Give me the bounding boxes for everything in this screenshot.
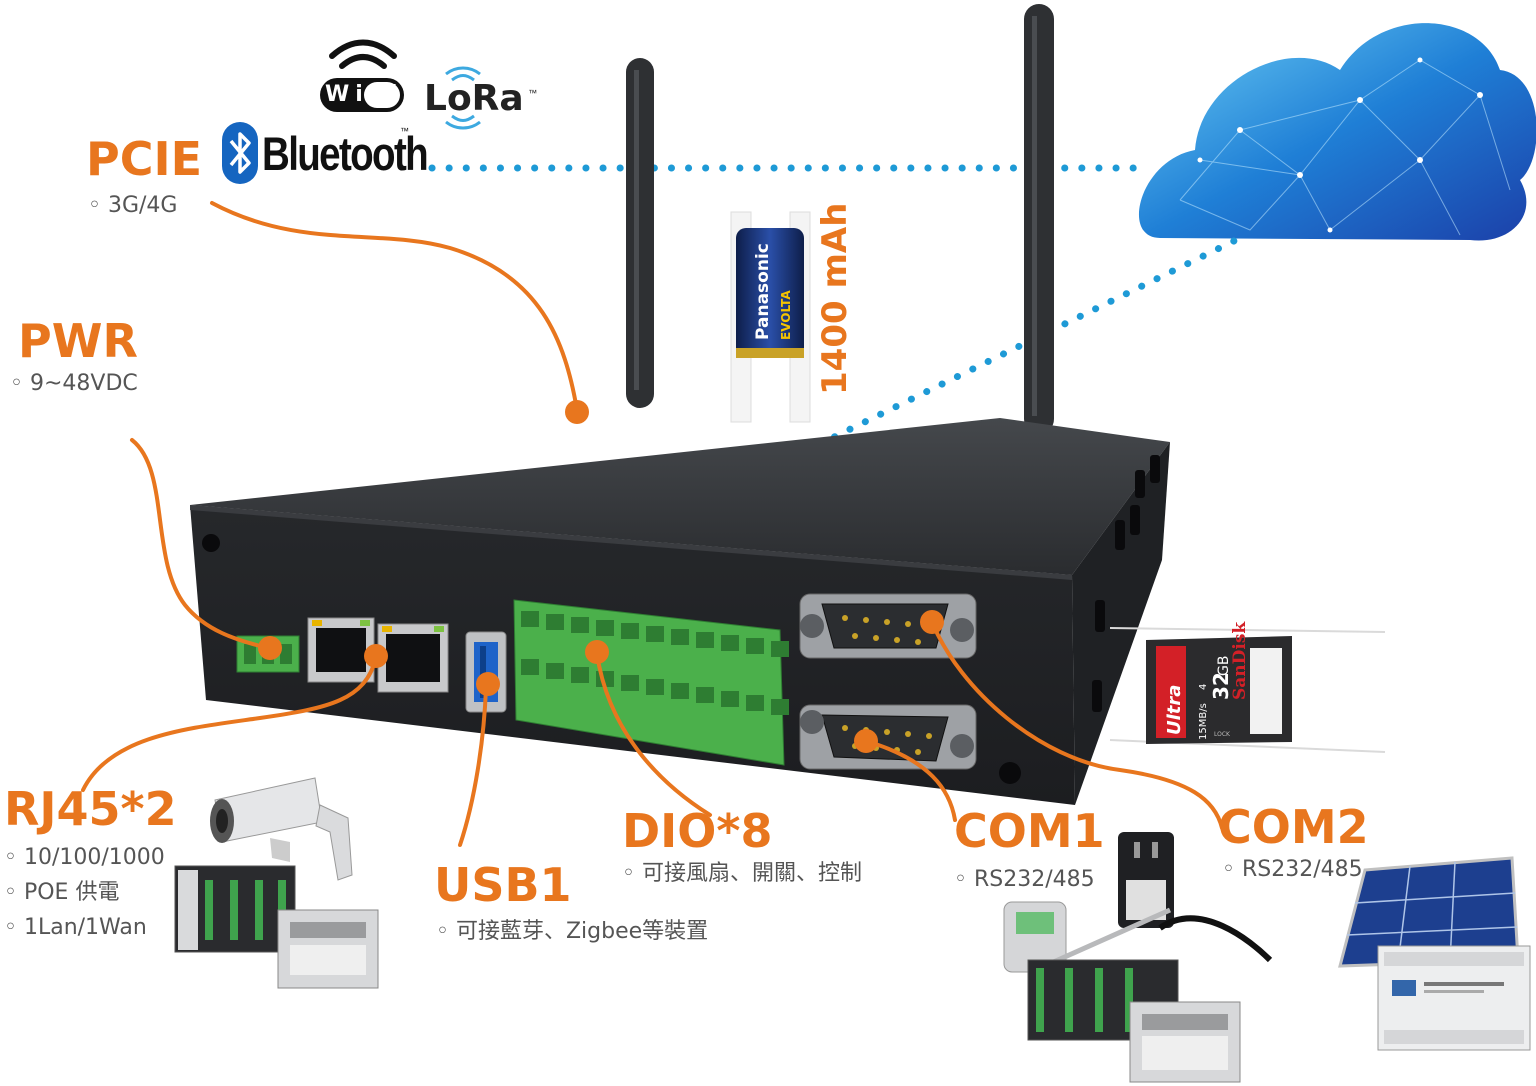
dio-pin-slot	[671, 629, 689, 645]
leader-line-rj45	[81, 656, 378, 792]
dio-pin-slot	[746, 695, 764, 711]
rj45-title: RJ45*2	[4, 782, 177, 836]
sd-card-icon: Ultra SanDisk 32 GB 15MB/s 4 LOCK	[1109, 621, 1386, 753]
leader-line-com2	[930, 620, 1224, 830]
dio-details: ◦ 可接風扇、開關、控制	[622, 856, 862, 891]
dio-detail-line: ◦ 可接風扇、開關、控制	[622, 861, 862, 886]
dio-pin-slot	[771, 699, 789, 715]
lora-tm-text: ™	[528, 88, 538, 98]
com1-details: ◦ RS232/485	[954, 862, 1095, 897]
rj45-detail-line-3: ◦ 1Lan/1Wan	[4, 915, 147, 940]
connector-dot-com2	[920, 610, 944, 634]
dio-pin-slot	[746, 638, 764, 654]
sdcard-capacity-text: 32	[1209, 672, 1233, 700]
power-meter-icon	[1377, 945, 1531, 1051]
wifi-logo-text: WiFi	[325, 82, 404, 107]
dio-pin-slot	[646, 626, 664, 642]
usb1-title: USB1	[434, 858, 572, 912]
rj45-detail-line-1: ◦ 10/100/1000	[4, 845, 165, 870]
dio-pin-slot	[571, 667, 589, 683]
ip-camera-icon	[210, 777, 353, 881]
dio-title: DIO*8	[622, 804, 773, 858]
com2-db9-port	[799, 593, 977, 659]
dio-pin-slot	[696, 687, 714, 703]
connector-dot-pcie	[565, 400, 589, 424]
lora-logo: LoRa ™	[424, 66, 537, 132]
com2-title: COM2	[1218, 800, 1369, 854]
battery-model-text: EVOLTA	[779, 290, 793, 340]
leader-line-dio	[595, 652, 712, 817]
connector-dot-pwr	[258, 636, 282, 660]
antenna-left	[626, 58, 654, 408]
dio-pin-slot	[771, 641, 789, 657]
pcie-detail-line: ◦ 3G/4G	[88, 193, 178, 218]
plc-module-right	[1027, 959, 1241, 1083]
dio-pin-slot	[546, 663, 564, 679]
dio-pin-slot	[596, 620, 614, 636]
rj45-port-1	[307, 617, 375, 683]
dio-pin-slot	[671, 683, 689, 699]
sdcard-brand-text: SanDisk	[1230, 621, 1250, 700]
cloud-icon	[1138, 23, 1536, 241]
connector-dot-usb1	[476, 672, 500, 696]
sdcard-unit-text: GB	[1216, 656, 1232, 676]
com1-db9-port	[799, 704, 977, 770]
pwr-details: ◦ 9~48VDC	[10, 366, 138, 401]
leader-line-pwr	[130, 438, 270, 650]
connector-dot-com1	[854, 729, 878, 753]
battery-brand-text: Panasonic	[753, 243, 773, 340]
dio-pin-slot	[696, 632, 714, 648]
connector-dot-rj45	[364, 644, 388, 668]
leader-line-com1	[864, 739, 957, 822]
power-adapter-icon	[1118, 832, 1273, 963]
usb1-detail-line: ◦ 可接藍芽、Zigbee等裝置	[436, 919, 709, 944]
lora-logo-text: LoRa	[424, 78, 524, 119]
dio-pin-slot	[721, 635, 739, 651]
pcie-details: ◦ 3G/4G	[88, 188, 177, 223]
bluetooth-icon	[222, 122, 258, 184]
battery-capacity-text: 1400 mAh	[815, 203, 855, 395]
pwr-detail-line: ◦ 9~48VDC	[10, 371, 138, 396]
connector-dot-dio	[585, 640, 609, 664]
com2-details: ◦ RS232/485	[1222, 852, 1363, 887]
bluetooth-tm-text: ™	[400, 126, 409, 136]
dio-pin-slot	[621, 675, 639, 691]
bluetooth-logo-text: Bluetooth	[262, 127, 429, 180]
pcie-title: PCIE	[86, 132, 203, 186]
dio-terminal-block	[513, 599, 789, 766]
dio-pin-slot	[546, 614, 564, 630]
com2-detail-line: ◦ RS232/485	[1222, 857, 1363, 882]
com1-title: COM1	[954, 804, 1105, 858]
leader-line-pcie	[210, 201, 579, 412]
pwr-title: PWR	[18, 314, 138, 368]
sdcard-lock-text: LOCK	[1214, 731, 1231, 738]
battery-icon: Panasonic EVOLTA 1400 mAh	[730, 203, 855, 423]
sensor-meter-icon	[1003, 901, 1172, 973]
rj45-detail-line-2: ◦ POE 供電	[4, 880, 120, 905]
dio-pin-slot	[721, 691, 739, 707]
plc-module-left	[174, 865, 379, 989]
dio-pin-slot	[646, 679, 664, 695]
dio-pin-slot	[521, 611, 539, 627]
wifi-icon	[320, 39, 404, 112]
antenna-right	[1024, 4, 1054, 434]
wifi-logo: WiFi	[318, 38, 406, 114]
com1-detail-line: ◦ RS232/485	[954, 867, 1095, 892]
dio-pin-slot	[521, 659, 539, 675]
dio-pin-slot	[571, 617, 589, 633]
lora-wave-icon	[445, 66, 481, 130]
leader-line-usb1	[458, 686, 488, 847]
sdcard-speed-text: 15MB/s	[1198, 703, 1209, 740]
rj45-details: ◦ 10/100/1000 ◦ POE 供電 ◦ 1Lan/1Wan	[4, 840, 165, 945]
dio-pin-slot	[621, 623, 639, 639]
usb1-details: ◦ 可接藍芽、Zigbee等裝置	[436, 914, 708, 949]
sdcard-line-text: Ultra	[1164, 685, 1185, 735]
sdcard-class-text: 4	[1198, 684, 1209, 690]
rj45-port-2	[377, 623, 449, 693]
